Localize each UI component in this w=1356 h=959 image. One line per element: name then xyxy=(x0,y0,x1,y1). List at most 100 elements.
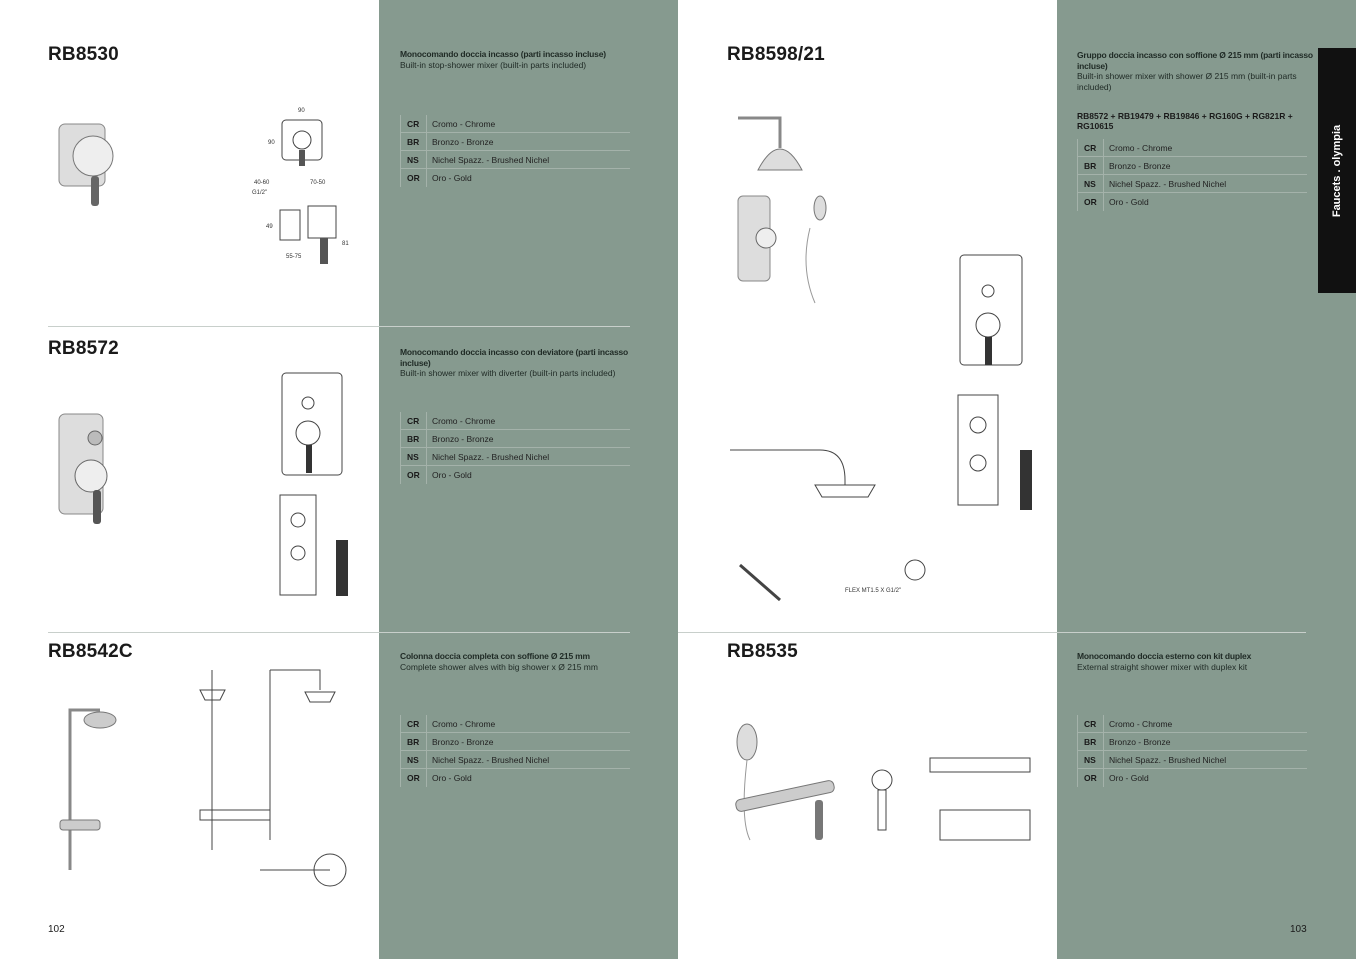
finish-label: Cromo - Chrome xyxy=(432,118,496,129)
finish-label: Nichel Spazz. - Brushed Nichel xyxy=(432,451,550,462)
page-number-right: 103 xyxy=(1290,924,1307,935)
finish-row: NS Nichel Spazz. - Brushed Nichel xyxy=(401,751,630,769)
finish-code: BR xyxy=(1078,157,1104,174)
finish-label: Cromo - Chrome xyxy=(432,415,496,426)
finish-label: Nichel Spazz. - Brushed Nichel xyxy=(432,154,550,165)
finish-label: Oro - Gold xyxy=(432,470,472,480)
svg-text:81: 81 xyxy=(342,241,349,247)
rb8598-technical-drawing: FLEX MT1.5 X G1/2" xyxy=(730,254,1032,602)
finish-row: BR Bronzo - Bronze xyxy=(1078,157,1307,175)
finish-code: OR xyxy=(401,169,427,187)
finish-code: NS xyxy=(1078,751,1104,768)
finish-code: CR xyxy=(1078,715,1104,732)
title-english: Complete shower alves with big shower x … xyxy=(400,661,598,672)
rb8535-product-image xyxy=(735,723,835,841)
finish-code: CR xyxy=(401,115,427,132)
finish-code: NS xyxy=(401,151,427,168)
rb8535-technical-drawing xyxy=(871,757,1031,841)
divider xyxy=(678,632,1306,633)
svg-text:70-50: 70-50 xyxy=(310,180,326,186)
finish-row: BR Bronzo - Bronze xyxy=(401,133,630,151)
svg-text:FLEX MT1.5 X G1/2": FLEX MT1.5 X G1/2" xyxy=(845,588,901,594)
svg-text:55-75: 55-75 xyxy=(286,254,302,260)
finish-label: Bronzo - Bronze xyxy=(432,136,494,147)
rb8542c-technical-drawing xyxy=(199,669,347,887)
finish-label: Bronzo - Bronze xyxy=(1109,736,1171,747)
title-english: Built-in shower mixer with diverter (bui… xyxy=(400,368,616,378)
product-code: RB8572 xyxy=(48,338,119,359)
product-code: RB8535 xyxy=(727,641,798,662)
finish-code: CR xyxy=(1078,139,1104,156)
svg-text:G1/2": G1/2" xyxy=(252,190,267,196)
finish-code: OR xyxy=(1078,769,1104,787)
finish-code: NS xyxy=(1078,175,1104,192)
rb8542c-product-image xyxy=(59,708,117,870)
left-green-panel xyxy=(379,0,678,959)
finish-label: Bronzo - Bronze xyxy=(432,736,494,747)
title-english: Built-in shower mixer with shower Ø 215 … xyxy=(1077,71,1297,92)
finish-row: CR Cromo - Chrome xyxy=(401,115,630,133)
finish-label: Oro - Gold xyxy=(1109,773,1149,783)
finish-code: BR xyxy=(401,133,427,150)
product-code: RB8598/21 xyxy=(727,44,825,65)
rb8572-technical-drawing xyxy=(279,372,348,596)
svg-text:40-60: 40-60 xyxy=(254,180,270,186)
finish-label: Bronzo - Bronze xyxy=(1109,160,1171,171)
finish-label: Cromo - Chrome xyxy=(1109,142,1173,153)
finish-label: Oro - Gold xyxy=(432,773,472,783)
finish-code: NS xyxy=(401,751,427,768)
finish-label: Nichel Spazz. - Brushed Nichel xyxy=(1109,754,1227,765)
divider xyxy=(48,632,630,633)
finish-code: BR xyxy=(401,733,427,750)
finish-label: Nichel Spazz. - Brushed Nichel xyxy=(1109,178,1227,189)
finish-row: BR Bronzo - Bronze xyxy=(1078,733,1307,751)
product-description: Monocomando doccia esterno con kit duple… xyxy=(1077,651,1317,672)
finish-label: Cromo - Chrome xyxy=(1109,718,1173,729)
finish-label: Nichel Spazz. - Brushed Nichel xyxy=(432,754,550,765)
finish-label: Oro - Gold xyxy=(432,173,472,183)
finish-row: NS Nichel Spazz. - Brushed Nichel xyxy=(401,151,630,169)
side-tab-label: Faucets . olympia xyxy=(1331,124,1343,217)
finish-row: BR Bronzo - Bronze xyxy=(401,733,630,751)
rb8530-product-image xyxy=(58,123,114,206)
finish-label: Oro - Gold xyxy=(1109,197,1149,207)
finish-code: OR xyxy=(401,769,427,787)
finish-label: Bronzo - Bronze xyxy=(432,433,494,444)
product-description: Gruppo doccia incasso con soffione Ø 215… xyxy=(1077,50,1317,92)
title-italian: Monocomando doccia incasso (parti incass… xyxy=(400,49,606,59)
title-italian: Monocomando doccia incasso con deviatore… xyxy=(400,347,629,368)
rb8530-technical-drawing: 90 90 40-60 G1/2" 70-50 49 81 55-75 xyxy=(252,108,349,264)
divider xyxy=(48,326,630,327)
right-green-panel xyxy=(1057,0,1356,959)
product-description: Monocomando doccia incasso con deviatore… xyxy=(400,347,640,379)
svg-text:49: 49 xyxy=(266,224,273,230)
title-italian: Gruppo doccia incasso con soffione Ø 215… xyxy=(1077,50,1313,71)
finish-code: OR xyxy=(401,466,427,484)
title-italian: Colonna doccia completa con soffione Ø 2… xyxy=(400,651,590,661)
rb8598-product-image xyxy=(737,116,827,304)
title-english: External straight shower mixer with dupl… xyxy=(1077,661,1248,672)
finish-row: CR Cromo - Chrome xyxy=(1078,139,1307,157)
finish-row: OR Oro - Gold xyxy=(1078,769,1307,787)
finish-row: NS Nichel Spazz. - Brushed Nichel xyxy=(1078,175,1307,193)
finish-row: OR Oro - Gold xyxy=(401,769,630,787)
finish-row: OR Oro - Gold xyxy=(1078,193,1307,211)
finish-row: NS Nichel Spazz. - Brushed Nichel xyxy=(1078,751,1307,769)
finish-code: OR xyxy=(1078,193,1104,211)
product-code: RB8530 xyxy=(48,44,119,65)
page-number-left: 102 xyxy=(48,924,65,935)
section-side-tab: Faucets . olympia xyxy=(1318,48,1356,293)
finish-code: BR xyxy=(1078,733,1104,750)
title-english: Built-in stop-shower mixer (built-in par… xyxy=(400,59,587,70)
product-description: Monocomando doccia incasso (parti incass… xyxy=(400,49,640,70)
product-description: Colonna doccia completa con soffione Ø 2… xyxy=(400,651,640,672)
svg-text:90: 90 xyxy=(298,108,305,114)
title-italian: Monocomando doccia esterno con kit duple… xyxy=(1077,651,1252,661)
